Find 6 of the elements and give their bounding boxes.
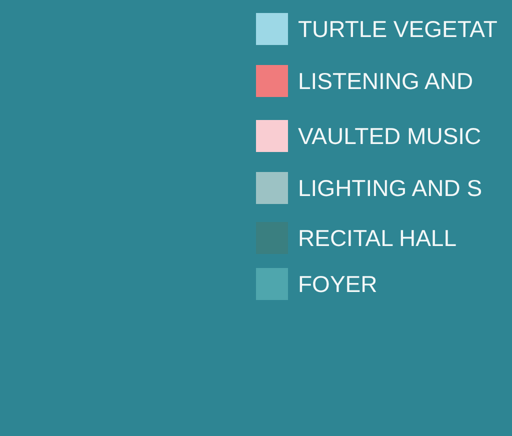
legend-label: LIGHTING AND S [298,174,482,202]
legend-label: VAULTED MUSIC [298,122,482,150]
legend-label: TURTLE VEGETAT [298,15,498,43]
legend-label: LISTENING AND [298,67,474,95]
legend-label: RECITAL HALL [298,224,456,252]
legend-label: FOYER [298,270,378,298]
